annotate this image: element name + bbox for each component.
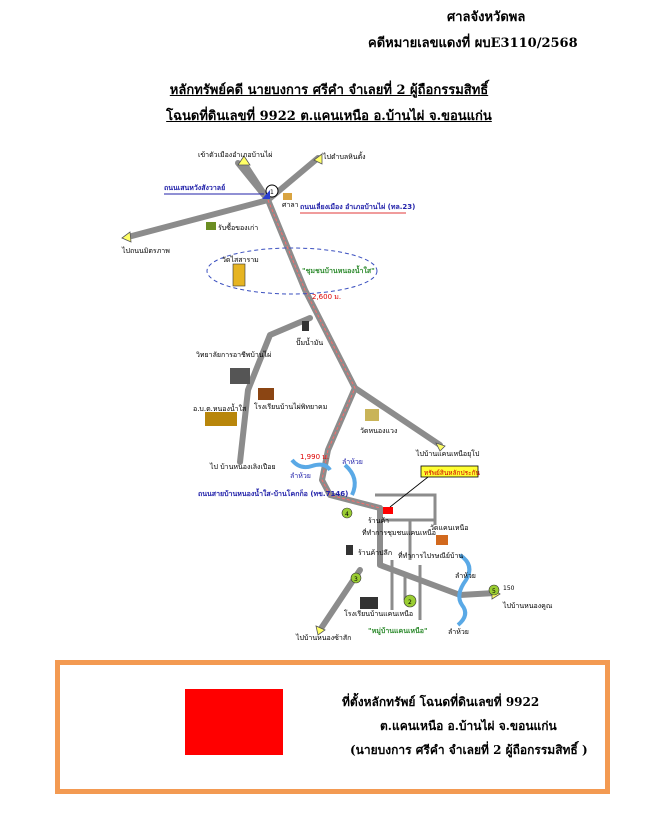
location-map: เข้าตัวเมืองอำเภอบ้านไผ่ ไปตำบลหินตั้ง ถ…	[121, 150, 553, 642]
community-boundary	[206, 247, 378, 295]
label-store: ร้านค้า	[368, 517, 389, 525]
arrow-icon-north	[237, 155, 251, 166]
label-wat-lamhuay: ลำห้วย	[455, 572, 476, 580]
label-road-satang: ถนนเสนหวังสังวาลย์	[164, 183, 225, 192]
arrow-icon-nongsakha	[315, 625, 326, 636]
label-buy-junk: รับซื้อของเก่า	[218, 221, 258, 232]
road-to-mittraphap	[125, 197, 271, 240]
arrow-icon-mittraphap	[121, 231, 132, 243]
label-community: "ชุมชนบ้านหนองน้ำใส"	[302, 264, 375, 275]
label-sao: อ.บ.ต.หนองน้ำใส	[193, 402, 247, 413]
school-icon	[258, 388, 274, 400]
legend-line3: (นายบงการ ศรีคำ จำเลยที่ 2 ผู้ถือกรรมสิท…	[350, 743, 588, 757]
college-icon	[230, 368, 250, 384]
label-road-bypass: ถนนเลี่ยงเมือง อำเภอบ้านไผ่ (ทล.23)	[300, 201, 415, 211]
label-post: ที่ทำการไปรษณีย์บ้าน	[398, 551, 463, 560]
route-highlight	[267, 199, 381, 509]
marker-circle-3	[350, 572, 362, 584]
legend-box: ที่ตั้งหลักทรัพย์ โฉนดที่ดินเลขที่ 9922 …	[55, 660, 610, 794]
legend-property-swatch	[185, 689, 283, 755]
label-road-khon: ถนนสายบ้านหนองน้ำใส-บ้านโคกก็อ (ทข.7146)	[198, 487, 348, 498]
label-school-kaen-nuea: โรงเรียนบ้านแคนเหนือ	[344, 609, 413, 618]
label-sala: ศาลา	[282, 201, 299, 209]
arrow-icon-hintung	[313, 153, 323, 165]
village-streets	[375, 493, 437, 620]
label-retail-store: ร้านค้าปลีก	[358, 549, 392, 557]
marker-circle-5	[488, 584, 500, 596]
label-to-hintung: ไปตำบลหินตั้ง	[322, 150, 366, 161]
label-gas-station: ปั๊มน้ำมัน	[296, 336, 323, 347]
label-to-nong-khum: ไปบ้านหนองคูณ	[502, 601, 553, 610]
document-title-line2: โฉนดที่ดินเลขที่ 9922 ต.แคนเหนือ อ.บ้านไ…	[166, 109, 492, 124]
arrow-icon-khamtongkh	[435, 442, 446, 452]
label-to-banphai-city: เข้าตัวเมืองอำเภอบ้านไผ่	[198, 150, 272, 159]
document-title-line1: หลักทรัพย์คดี นายบงการ ศรีคำ จำเลยที่ 2 …	[169, 83, 489, 98]
label-stream-3: ลำห้วย	[448, 628, 469, 636]
label-to-nong-sakha: ไปบ้านหนองซ้าสัก	[295, 633, 351, 642]
wat-kaen-nuea-icon	[436, 535, 448, 545]
stream-3	[456, 553, 472, 627]
buy-junk-icon	[206, 222, 216, 230]
label-marker-2: 2	[408, 599, 412, 606]
label-distance-1: 2,600 ม.	[312, 293, 341, 301]
gas-station-2-icon	[346, 545, 353, 555]
label-village: "หมู่บ้านแคนเหนือ"	[368, 626, 428, 636]
legend-line2: ต.แคนเหนือ อ.บ้านไผ่ จ.ขอนแก่น	[380, 719, 557, 733]
property-callout-leader	[389, 476, 429, 508]
label-marker-4: 4	[345, 511, 349, 518]
case-number: คดีหมายเลขแดงที่ ผบE3110/2568	[368, 36, 578, 51]
map-labels: เข้าตัวเมืองอำเภอบ้านไผ่ ไปตำบลหินตั้ง ถ…	[121, 150, 553, 642]
label-school: โรงเรียนบ้านไผ่พิทยาคม	[254, 402, 327, 411]
legend-line1: ที่ตั้งหลักทรัพย์ โฉนดที่ดินเลขที่ 9922	[342, 695, 540, 709]
property-callout-box	[420, 465, 479, 478]
label-wat-kaen-nuea: วัดแคนเหนือ	[430, 524, 468, 532]
property-marker	[383, 507, 393, 514]
label-marker-1: 1	[270, 189, 274, 196]
label-stream-2: ลำห้วย	[342, 458, 363, 466]
label-stream-1: ลำห้วย	[290, 472, 311, 480]
school-kaen-nuea-icon	[360, 597, 378, 609]
label-market: วัดหนองแวง	[360, 427, 397, 435]
marker-circle-2	[403, 594, 417, 608]
wat-icon	[232, 263, 246, 287]
police-icon	[262, 190, 270, 199]
road-west-branch	[237, 315, 313, 465]
sala-icon	[283, 193, 292, 200]
gas-station-icon	[302, 321, 309, 331]
market-icon	[365, 409, 379, 421]
label-marker-5: 5	[492, 588, 496, 595]
road-to-khamtongkh	[352, 385, 443, 448]
label-marker-3: 3	[354, 576, 358, 583]
label-community-center: ที่ทำการชุมชนแคนเหนือ	[362, 528, 436, 537]
landmarks	[205, 184, 500, 609]
stream-1	[290, 458, 332, 472]
marker-circle-4	[341, 507, 353, 519]
court-name: ศาลจังหวัดพล	[447, 10, 526, 25]
label-to-mittraphap: ไปถนนมิตรภาพ	[121, 246, 170, 255]
sao-icon	[205, 412, 237, 426]
label-college: วิทยาลัยการอาชีพบ้านไผ่	[196, 350, 271, 359]
label-property-callout: ทรัพย์สินหลักประกัน	[424, 469, 481, 477]
label-marker-150: 150	[503, 585, 515, 592]
label-to-nong-lerng: ไป บ้านหนองเลิงเปือย	[209, 462, 276, 471]
label-to-nam-phong: ไปบ้านแคนเหนือยุโป	[415, 449, 480, 458]
stream-2	[343, 463, 357, 496]
label-wat: วัดไสสาราม	[222, 255, 259, 264]
label-distance-2: 1,990 ม.	[300, 453, 329, 461]
